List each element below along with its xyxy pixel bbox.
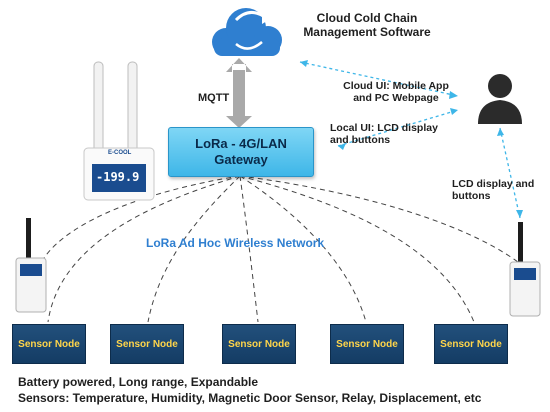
wireless-sensor-icon: [509, 222, 541, 317]
lora-link-node-3: [239, 175, 259, 323]
cloud-ui-arrow: [299, 61, 459, 97]
lora-link-node-2: [147, 175, 241, 323]
ui-arrows: [299, 61, 521, 219]
lora-link-sensor-left: [43, 175, 241, 259]
cloud-ui-line1: Cloud UI: Mobile App: [343, 80, 449, 92]
sensor-node: Sensor Node: [222, 324, 296, 364]
footer-sensors: Sensors: Temperature, Humidity, Magnetic…: [18, 391, 482, 405]
user-icon: [478, 74, 522, 124]
network-title: LoRa Ad Hoc Wireless Network: [146, 236, 325, 250]
lora-link-node-5: [239, 175, 475, 323]
gateway-line2: Gateway: [214, 152, 268, 167]
gateway-display-value: -199.9: [96, 170, 140, 184]
gateway-line1: LoRa - 4G/LAN: [195, 136, 287, 152]
cloud-ui-line2: and PC Webpage: [353, 92, 439, 105]
local-ui-line1: Local UI: LCD display: [330, 122, 438, 134]
cloud-title: Cloud Cold Chain Management Software: [292, 11, 442, 40]
cloud-sync-icon: [212, 8, 282, 56]
lora-link-sensor-right: [239, 175, 519, 263]
mqtt-label: MQTT: [198, 92, 230, 104]
wireless-sensor-icon: [15, 218, 47, 313]
gateway-device-icon: [83, 61, 155, 201]
local-ui-label: Local UI: LCD display and buttons: [330, 122, 450, 146]
footer-features: Battery powered, Long range, Expandable: [18, 375, 259, 389]
cloud-ui-label: Cloud UI: Mobile App and PC Webpage: [332, 80, 460, 104]
local-ui-arrow: [337, 109, 459, 147]
lcd-label: LCD display and buttons: [452, 178, 548, 202]
cloud-title-line2: Management Software: [303, 24, 431, 39]
mqtt-arrow: [226, 58, 252, 128]
gateway-box: LoRa - 4G/LAN Gateway: [168, 127, 314, 177]
lora-links: [43, 175, 519, 323]
local-ui-line2: and buttons: [330, 134, 391, 147]
ui-arrowheads: [300, 60, 523, 218]
sensor-node: Sensor Node: [12, 324, 86, 364]
sensor-node: Sensor Node: [330, 324, 404, 364]
lcd-line1: LCD display and: [452, 178, 535, 190]
sensor-node: Sensor Node: [434, 324, 508, 364]
lcd-arrow: [499, 127, 521, 219]
lora-link-node-4: [239, 175, 367, 323]
gateway-brand: E-COOL: [108, 150, 132, 156]
sensor-node: Sensor Node: [110, 324, 184, 364]
lcd-line2: buttons: [452, 190, 491, 203]
cloud-title-line1: Cloud Cold Chain: [316, 11, 418, 25]
